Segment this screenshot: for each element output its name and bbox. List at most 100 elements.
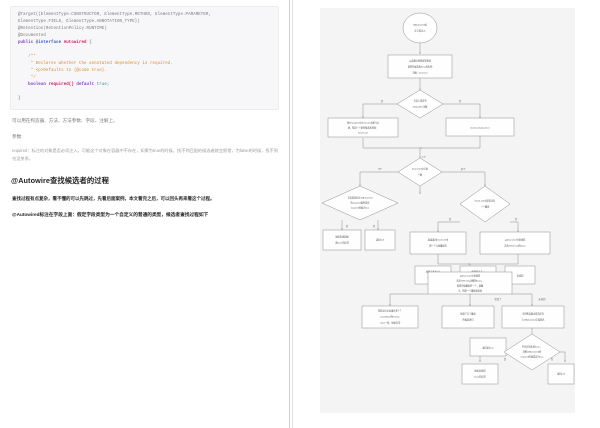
node-d2-line1: 个数 [418,173,423,177]
node-g1-line0: 得到之后中如果有多个？ [378,309,402,313]
node-start-line0: @Autowired标 [413,23,428,27]
edge-label-d2-one: 1个 [422,155,426,159]
flowchart-diagram: 是 否 0个 多个 1个 是 否 是 否 找到了 未找到 是 否 [321,12,575,385]
flowchart-node-d4[interactable]: beanList2中是否存在 一个最优 [459,185,511,223]
flowchart-node-g1[interactable]: 得到之后中如果有多个？ beanBean的Priority value一样，抛出… [361,305,419,329]
node-g1-line1: beanBean的Priority [381,315,401,319]
edge-label-d4-yes: 是 [449,217,452,221]
code-token: public [18,41,36,46]
node-p5-line1: 否有@Primary的bean [504,244,526,248]
code-token: ElementType.FIELD, ElementType.ANNOTATIO… [18,20,140,25]
flowchart-node-p6[interactable]: 从beanList2中查找是 否有@Priority注解的bean， 取得分值最… [427,271,513,295]
code-line-10: boolean required() default true; [18,82,271,89]
edge-label-g3-notfound: 未找到 [539,297,547,301]
flowchart-node-p2[interactable]: 按@Qualifier中beanList中进行过 滤，得到一个新的候选者列表： … [327,117,399,138]
node-i2-line0: 返回null [557,372,565,376]
code-token: default [76,83,97,88]
code-line-8: * <p>Defaults to {@code true}. [18,68,271,75]
node-d3-line0: 字段是否标注@Autowired [347,196,373,200]
flowchart-sheet: 是 否 0个 多个 1个 是 否 是 否 找到了 未找到 是 否 [320,8,575,413]
node-f3-line0: 未找到 [517,274,524,278]
node-d5-line2: required的值是否为true [521,355,545,359]
code-line-9: */ [18,75,271,82]
node-d4-line1: 一个最优 [481,205,491,209]
java-code-block: @Target({ElementType.CONSTRUCTOR, Elemen… [10,6,279,111]
flowchart-node-g3[interactable]: 可判断容器中是否存在 与@Autowired字段同名 [501,305,565,329]
flowchart-node-p3[interactable]: beanList2=beanList [445,117,515,137]
code-line-2: @Retention(RetentionPolicy.RUNTIME) [18,26,271,33]
edge-label-d2-multi: 多个 [461,167,466,171]
code-line-5 [18,47,271,54]
paragraph-field: @Autowired标注在字段上面：假定字段类型为一个自定义的普通的类型，候选者… [12,211,209,217]
edge-label-g3-found: 找到了 [495,297,503,301]
flowchart-node-p4[interactable]: 直接返回beanList2中 第一个元素最优的 [409,231,467,255]
node-p3-line0: beanList2=beanList [470,127,489,130]
flowchart-node-d5[interactable]: 不存在同名的bean， 判断@Autowired的 required的值是否为t… [503,333,561,371]
paragraph-note: 查找过程有点复杂，看不懂的可以先跳过，先看后面案例，本文看完之后，可以回头再来看… [12,195,215,201]
flowchart-node-i2[interactable]: 返回null [547,363,575,385]
node-f2-line0: 找到超过了一 [471,270,485,274]
node-d3-line2: required的值为true [351,206,370,210]
paragraph-usage: 可以用在构造器、方法、方法参数、字段、注解上。 [12,118,118,124]
code-token: @Target({ElementType.CONSTRUCTOR, Elemen… [18,13,211,17]
node-f1-line0: 找到了并有1个 [426,270,441,274]
flowchart-node-d3[interactable]: 字段是否标注@Autowired 的required属性是否 required的… [321,185,399,221]
paragraph-params-label: 参数: [12,133,23,139]
node-d1-line0: 字段上是否有 [413,99,427,103]
node-g2-line0: 找到了几个最高 [460,312,476,316]
node-d1-line1: @Qualifier注解 [413,105,429,109]
node-d5-line1: 判断@Autowired的 [523,350,542,354]
code-line-1: ElementType.FIELD, ElementType.ANNOTATIO… [18,19,271,26]
code-line-7: * Declares whether the annotated depende… [18,61,271,68]
code-token: } [18,97,21,102]
code-token: /** [18,55,36,60]
node-e1-line1: 选bean的异常 [335,241,349,245]
page-heading: @Autowire查找候选者的过程 [11,175,109,185]
flowchart-nodes: @Autowired标 注字段注入 从容器中按照类型查找 到所有候选者bean的… [321,12,575,385]
edge-label-d5-no: 否 [551,357,554,361]
flowchart-column: 是 否 0个 多个 1个 是 否 是 否 找到了 未找到 是 否 [295,0,600,428]
node-d5-line0: 不存在同名的bean， [522,345,542,349]
flowchart-node-i1[interactable]: 抛出未找到 bean的异常 [461,363,499,385]
code-token: * <p>Defaults to {@code true}. [18,69,107,74]
node-d4-line0: beanList2中是否存在 [475,199,496,203]
code-token: required() [48,83,77,88]
code-token: @interface [35,41,64,46]
edge-label-d1-yes: 是 [381,99,384,103]
node-p2-line2: beanList2 [358,132,368,135]
node-p1-line1: 到所有候选者bean的名称 [408,65,433,69]
node-p4-line1: 第一个元素最优的 [429,244,447,248]
node-start-line1: 注字段注入 [415,29,427,33]
node-p4-line0: 直接返回beanList2中 [428,238,448,242]
flowchart-edges [341,43,566,363]
code-token: @Retention(RetentionPolicy.RUNTIME) [18,27,107,32]
code-token: */ [18,76,36,81]
flowchart-node-h1[interactable]: 返回该bean [469,337,507,357]
code-token: boolean [18,83,49,88]
code-line-0: @Target({ElementType.CONSTRUCTOR, Elemen… [18,12,271,19]
node-p6-line2: 取得分值最高的一个；值最 [457,284,484,288]
code-token: { [89,41,92,46]
column-divider [289,0,295,428]
flowchart-node-f3[interactable]: 未找到 [504,265,536,285]
node-d3-line1: 的required属性是否 [351,201,371,205]
node-p6-line3: 小，得到一个最优候选者 [458,289,483,293]
flowchart-node-p1[interactable]: 从容器中按照类型查找 到所有候选者bean的名称 列表：beanList [387,54,453,79]
edge-label-d4-no: 否 [515,217,518,221]
flowchart-node-p5[interactable]: 从beanList2中查找是 否有@Primary的bean [479,231,551,255]
code-token: @Documented [18,34,46,39]
flowchart-node-g2[interactable]: 找到了几个最高 的候选者们 [441,305,495,329]
node-e2-line0: 返回null [376,238,384,242]
flowchart-node-e2[interactable]: 返回null [364,229,396,251]
code-token: true; [96,83,110,88]
flowchart-node-d1[interactable]: 字段上是否有 @Qualifier注解 [396,89,444,119]
flowchart-node-e1[interactable]: 抛出未找到候 选bean的异常 [322,229,362,251]
edge-label-d5-yes: 是 [504,357,507,361]
node-p2-line1: 滤，得到一个新的候选者列表： [348,126,379,130]
flowchart-node-d2[interactable]: beanList2中元素 个数 [397,157,443,187]
flowchart-node-start[interactable]: @Autowired标 注字段注入 [402,12,438,44]
node-g1-line2: value一样，抛出异常 [380,321,401,325]
edge-label-d1-no: 否 [459,99,462,103]
node-g2-line1: 的候选者们 [463,318,474,322]
